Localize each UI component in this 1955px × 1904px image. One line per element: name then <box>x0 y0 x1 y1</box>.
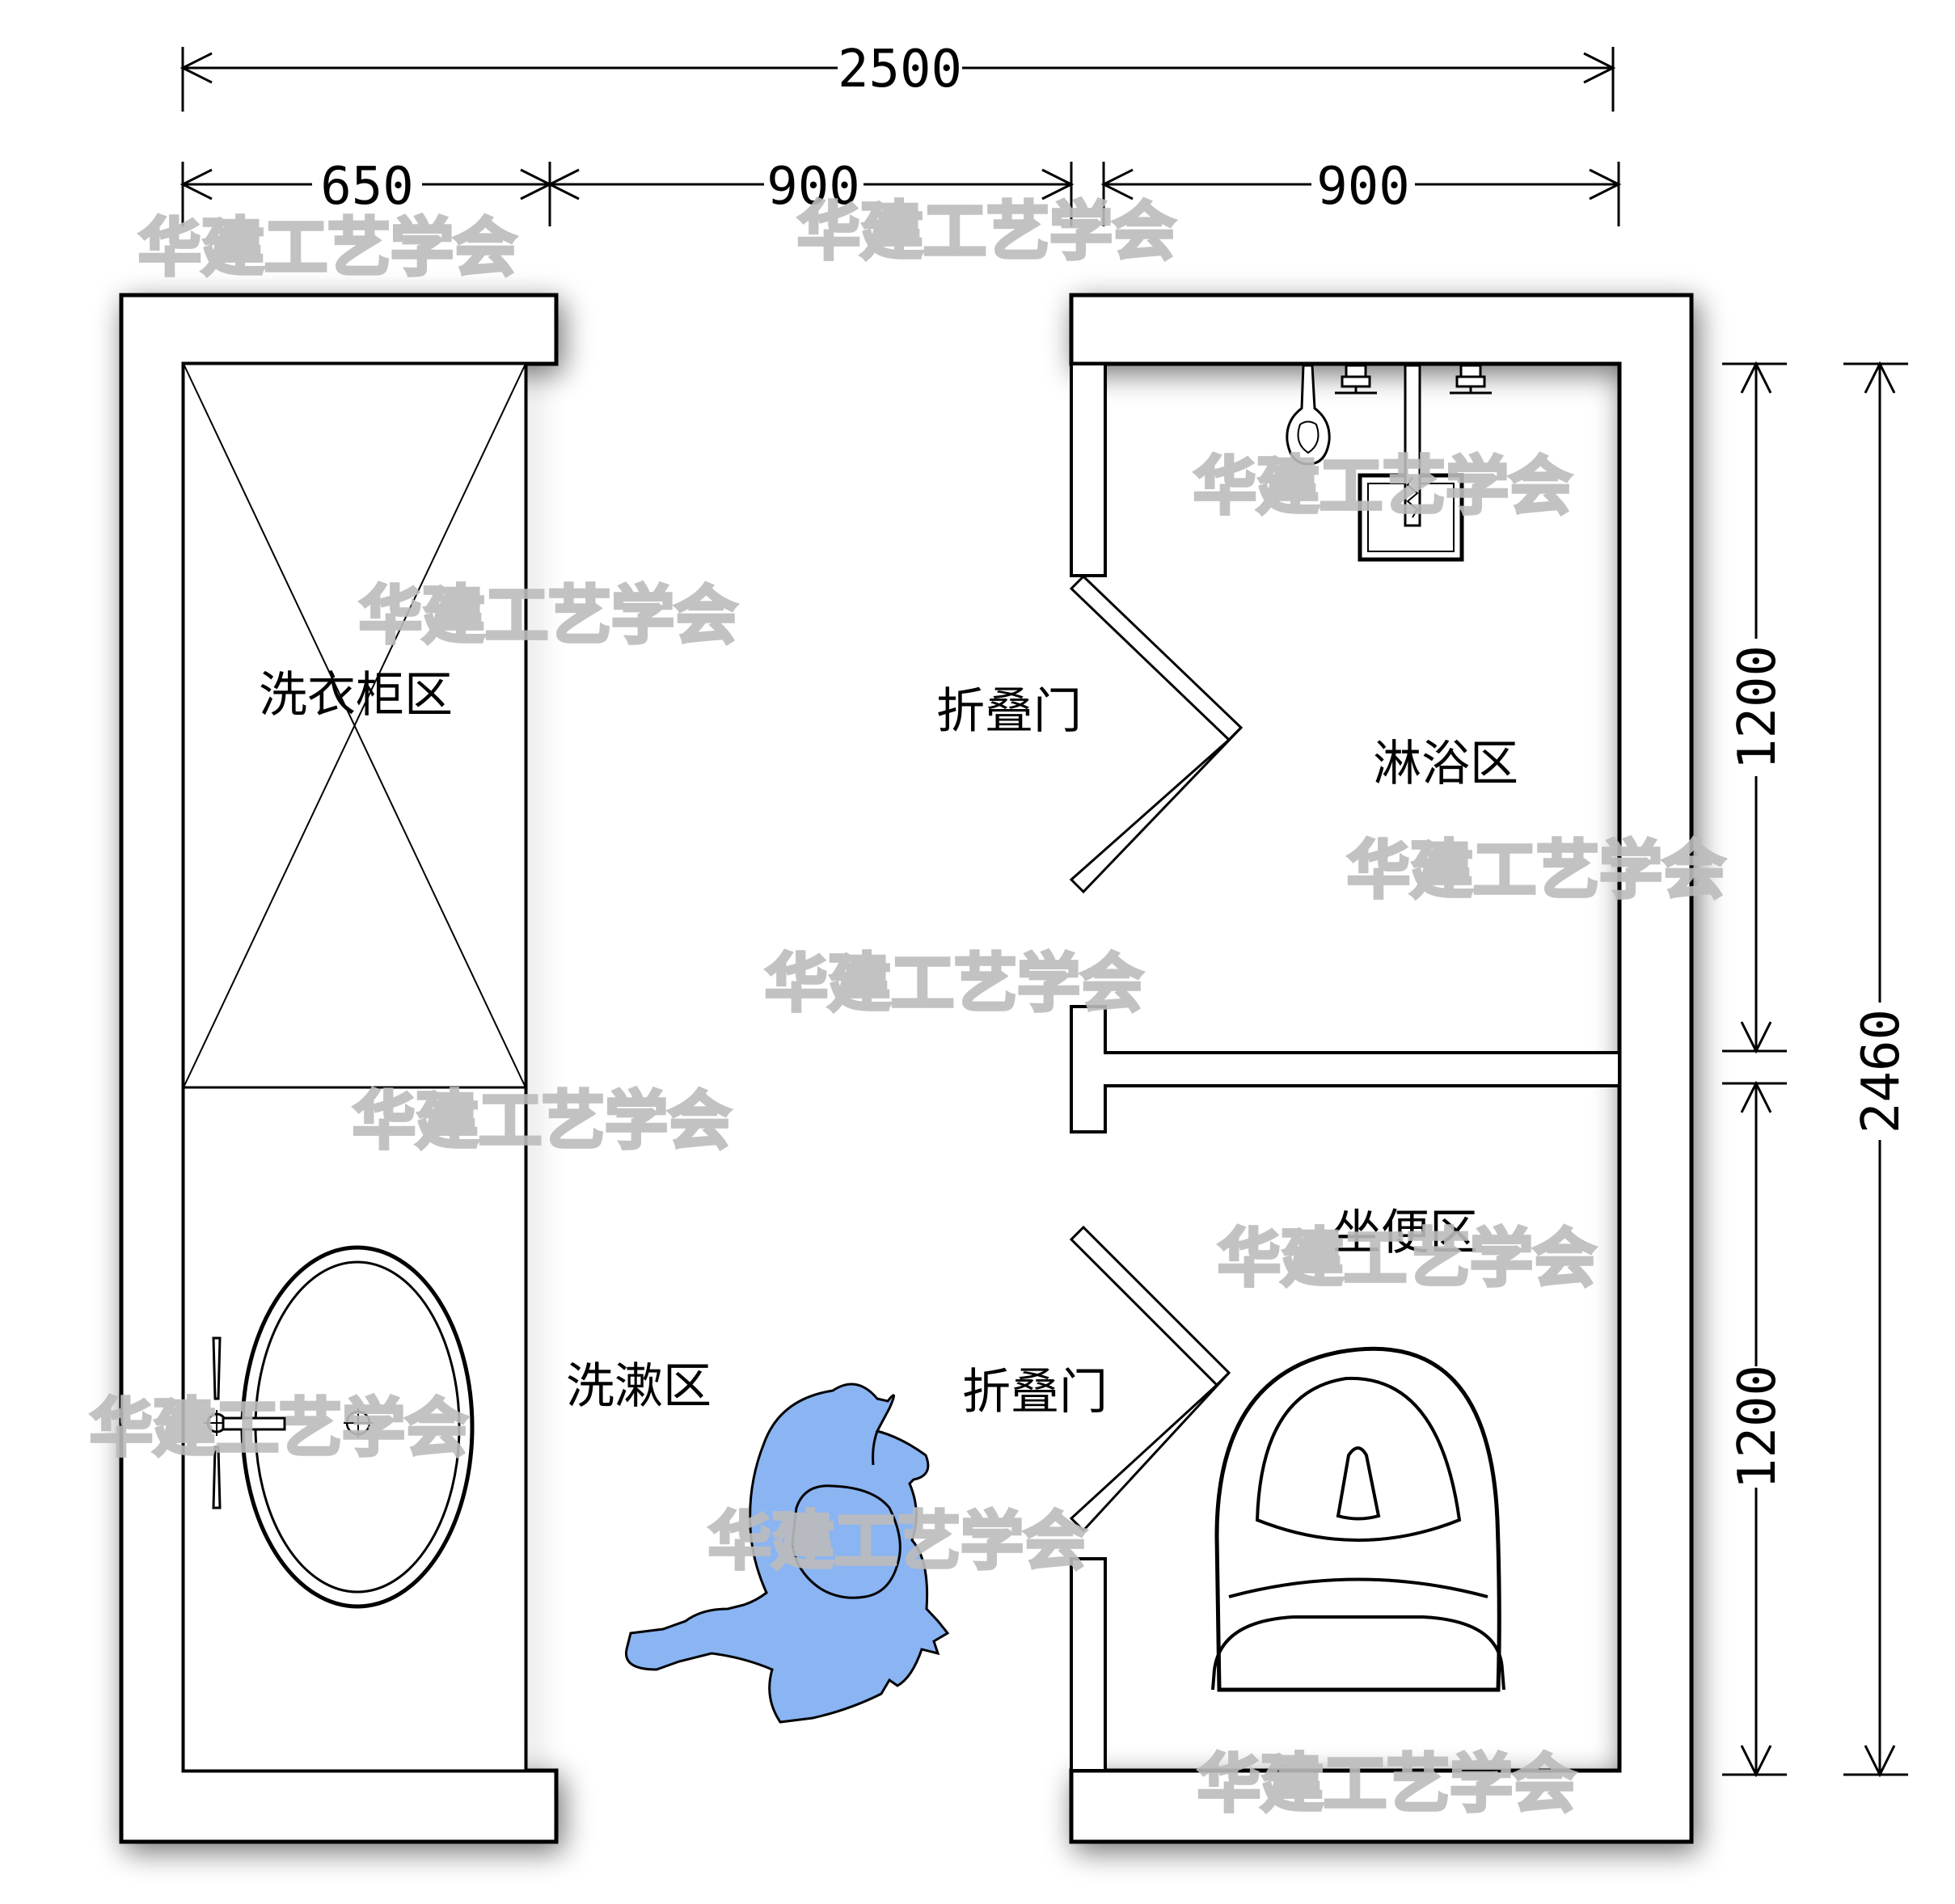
watermark: 华建工艺学会 <box>353 1085 731 1158</box>
label-washing-zone: 洗漱区 <box>566 1358 711 1415</box>
folding-door-lower[interactable] <box>1069 1225 1231 1533</box>
right-dimension-segments <box>1722 361 1787 1778</box>
dim-segment-1: 650 <box>320 157 414 217</box>
dim-total-height: 2460 <box>1852 1009 1911 1134</box>
dim-segment-2: 900 <box>766 157 860 217</box>
watermark: 华建工艺学会 <box>708 1505 1087 1578</box>
label-wardrobe-zone: 洗衣柜区 <box>259 667 453 724</box>
right-dimension-total <box>1843 361 1908 1778</box>
watermark: 华建工艺学会 <box>797 196 1176 268</box>
shower-valve-left-icon <box>1335 364 1377 395</box>
shower-valve-right-icon <box>1450 364 1492 395</box>
dim-right-upper: 1200 <box>1728 645 1788 770</box>
right-inner-walls <box>1070 362 1621 1772</box>
dim-right-lower: 1200 <box>1728 1365 1788 1489</box>
label-toilet-zone: 坐便区 <box>1332 1205 1478 1261</box>
watermark: 华建工艺学会 <box>1347 834 1725 907</box>
watermarks: 华建工艺学会 华建工艺学会 华建工艺学会 华建工艺学会 华建工艺学会 华建工艺学… <box>88 194 1727 1822</box>
wardrobe-cabinet <box>182 362 527 1089</box>
watermark: 华建工艺学会 <box>90 1392 468 1465</box>
wash-basin <box>240 1245 475 1609</box>
shower-head-icon <box>1286 364 1331 466</box>
top-dimension-total <box>179 47 1616 112</box>
watermark: 华建工艺学会 <box>1193 450 1572 523</box>
faucet-icon <box>204 1336 286 1509</box>
watermark: 华建工艺学会 <box>1197 1748 1576 1821</box>
dim-segment-3: 900 <box>1316 157 1410 217</box>
label-folding-door-upper: 折叠门 <box>936 683 1082 740</box>
folding-door-upper[interactable] <box>1069 574 1244 894</box>
person-figure-icon <box>624 1383 950 1724</box>
top-dimension-segments <box>179 162 1622 226</box>
shower-drain-icon <box>1358 364 1464 562</box>
toilet-icon <box>1211 1346 1505 1692</box>
watermark: 华建工艺学会 <box>138 212 517 285</box>
label-folding-door-lower: 折叠门 <box>962 1364 1108 1421</box>
watermark: 华建工艺学会 <box>359 580 737 652</box>
label-shower-zone: 淋浴区 <box>1373 736 1518 792</box>
watermark: 华建工艺学会 <box>765 948 1143 1020</box>
dim-total-width: 2500 <box>838 40 962 99</box>
watermark: 华建工艺学会 <box>1218 1222 1596 1295</box>
